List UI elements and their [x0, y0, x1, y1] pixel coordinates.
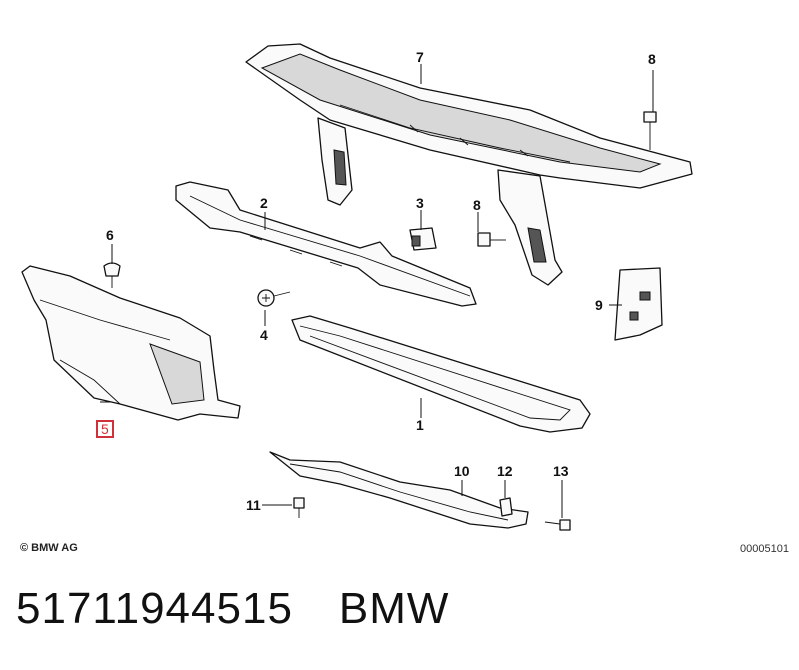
callout-13: 13: [553, 463, 569, 479]
callout-3: 3: [416, 195, 424, 211]
part-9-bracket: [614, 267, 663, 341]
part-5-air-duct: [21, 265, 241, 421]
callout-6: 6: [106, 227, 114, 243]
callout-8: 8: [648, 51, 656, 67]
brand-name: BMW: [338, 584, 450, 633]
callout-7: 7: [416, 49, 424, 65]
part-11-bolt: [293, 497, 305, 518]
callout-5-highlighted: 5: [96, 420, 114, 438]
part-10-lower-shield: [269, 451, 529, 529]
callout-8: 8: [473, 197, 481, 213]
drawing-number: 00005101: [740, 543, 789, 555]
copyright-notice: © BMW AG: [20, 542, 78, 554]
callout-12: 12: [497, 463, 513, 479]
part-7-radiator-support: [245, 43, 693, 286]
callout-10: 10: [454, 463, 470, 479]
part-8-bolt-lower: [477, 232, 506, 247]
callout-9: 9: [595, 297, 603, 313]
part-8-bolt-upper: [643, 111, 657, 150]
callout-4: 4: [260, 327, 268, 343]
part-caption: 51711944515 BMW: [16, 584, 449, 634]
part-1-reinforcement: [291, 315, 591, 433]
part-number: 51711944515: [16, 584, 293, 633]
part-2-bracket-rail: [175, 181, 477, 307]
part-6-push-rivet: [103, 262, 121, 288]
leader-lines: [100, 64, 654, 518]
part-12-clip: [499, 497, 513, 517]
part-13-screw: [544, 519, 571, 531]
part-4-screw: [257, 289, 291, 307]
callout-2: 2: [260, 195, 268, 211]
callout-11: 11: [246, 497, 261, 513]
part-3-clip: [409, 227, 437, 251]
callout-1: 1: [416, 417, 424, 433]
